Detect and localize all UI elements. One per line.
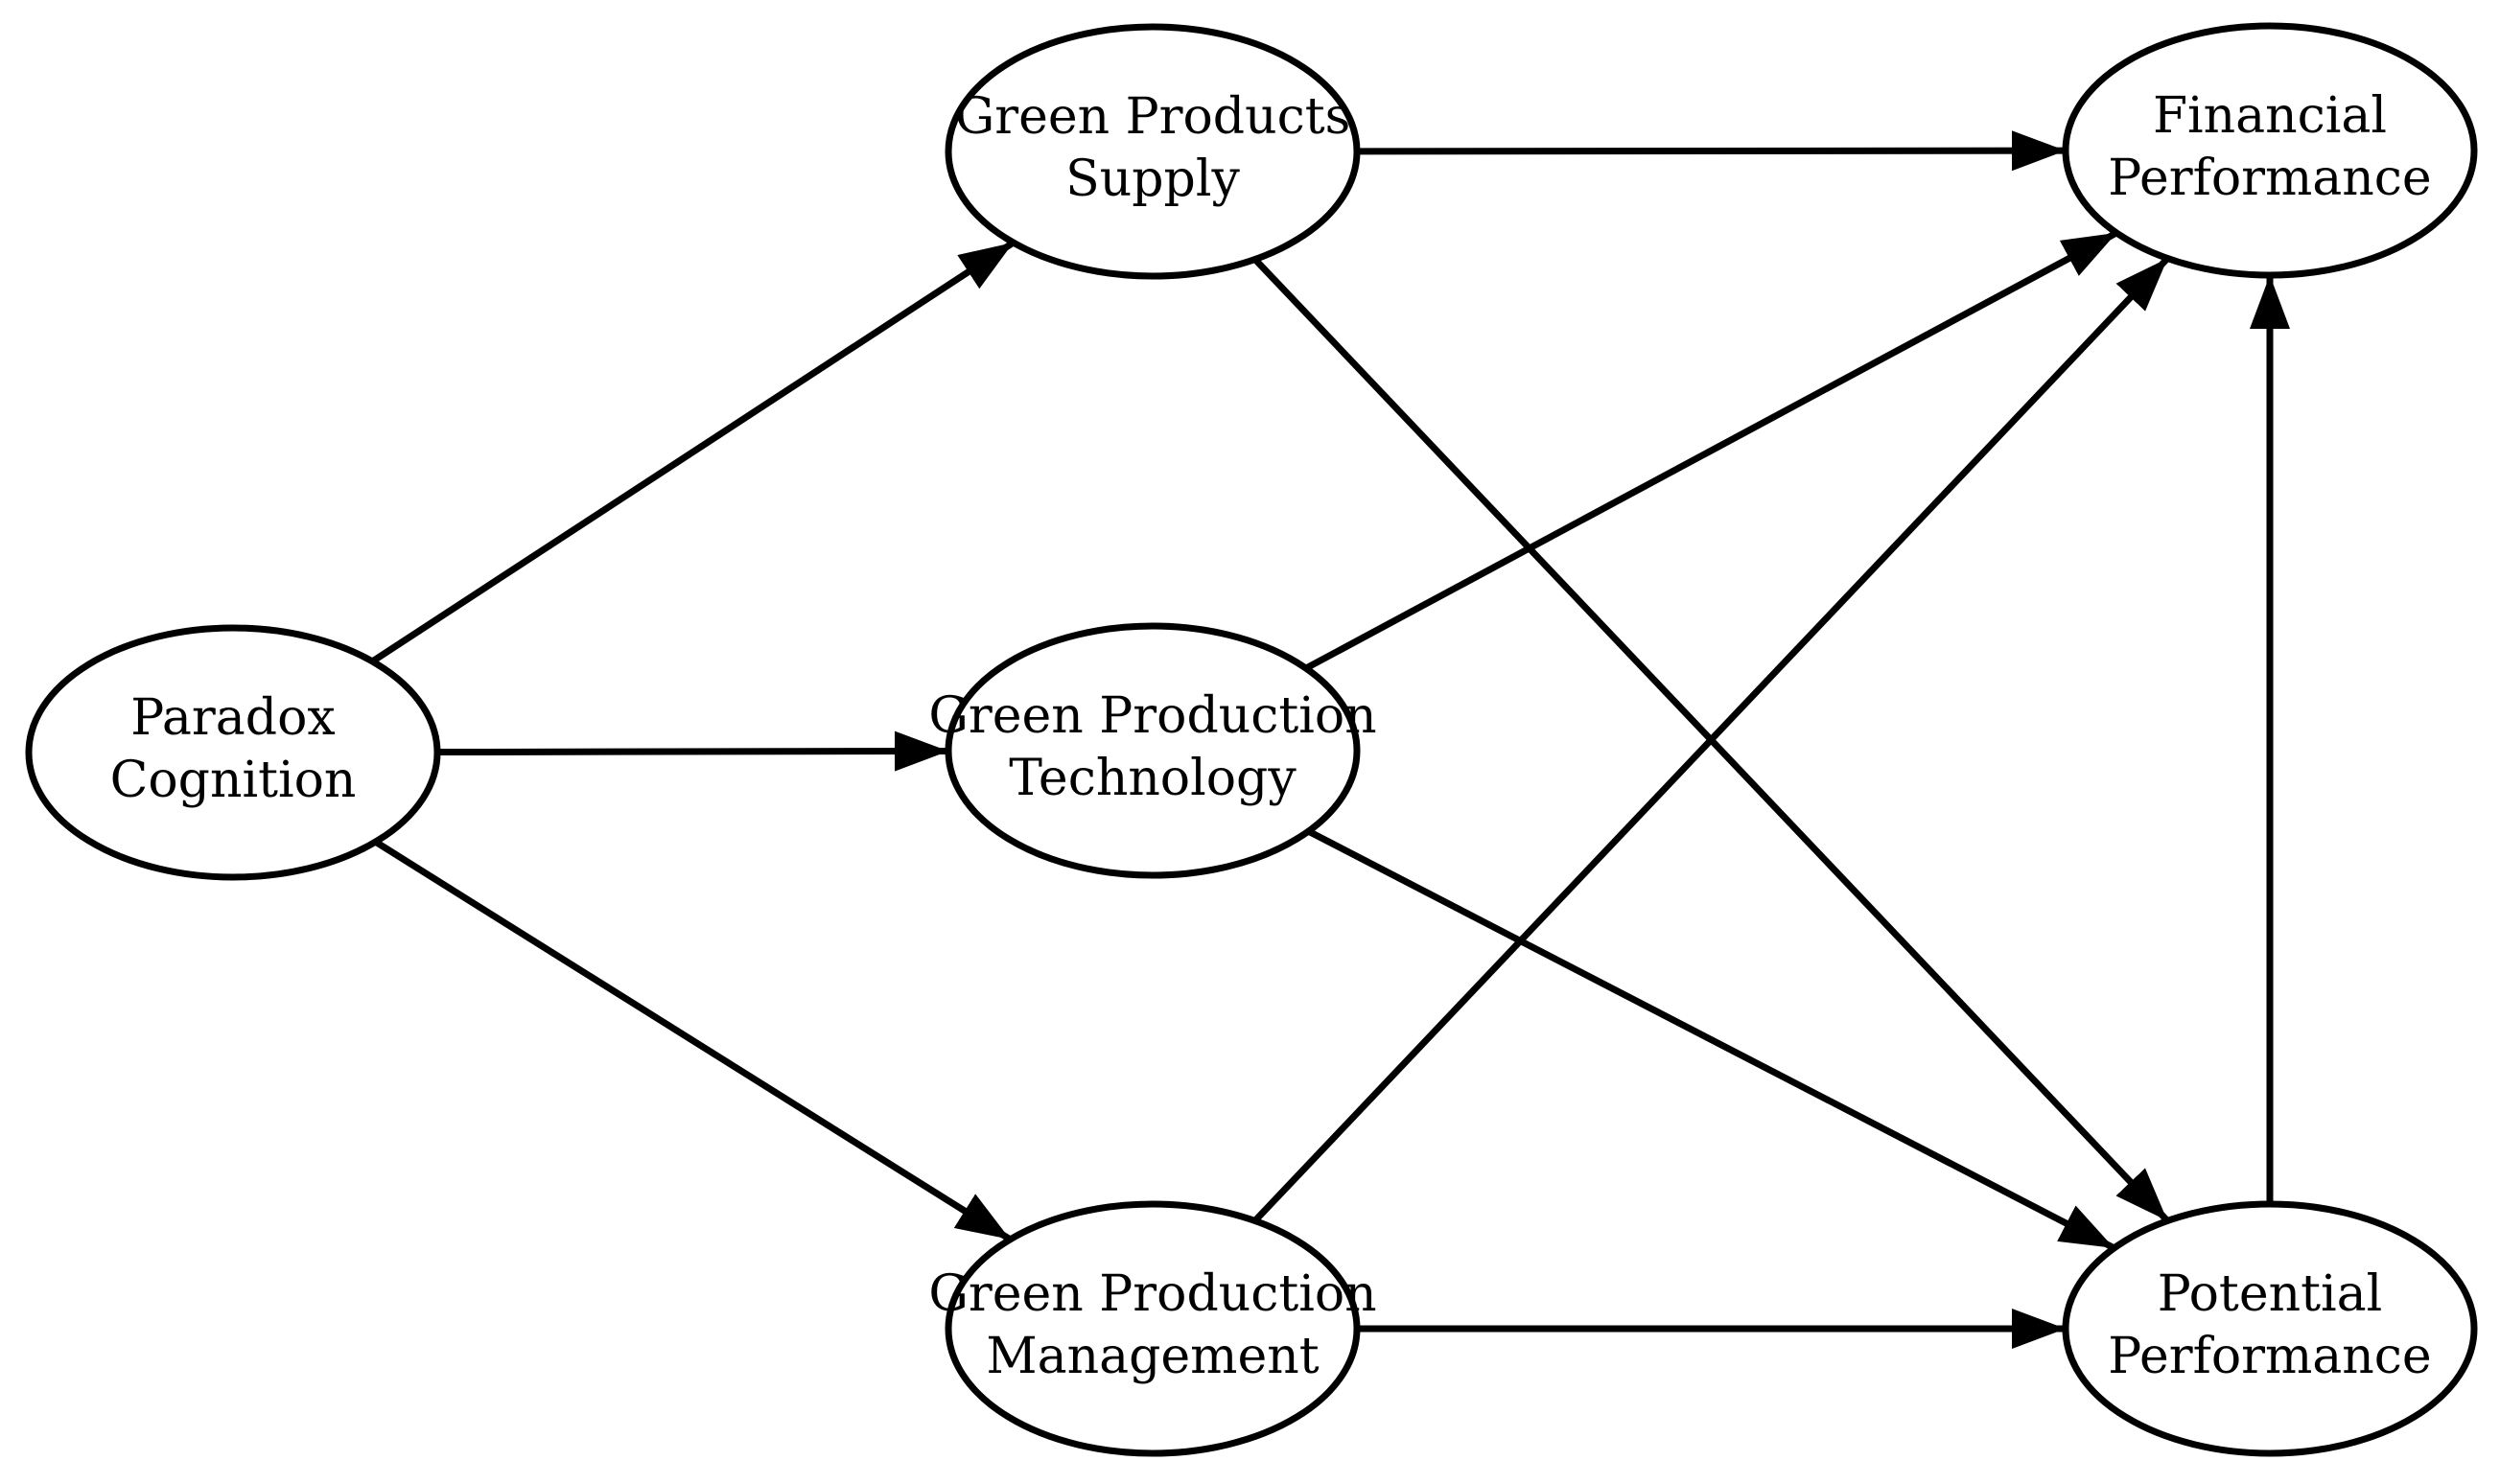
node-ellipse-paradox (25, 624, 441, 881)
node-label-fin-line-1: Financial (2153, 87, 2387, 145)
edge-gpt-to-fin (1304, 229, 2118, 672)
node-ellipse-gpt (945, 622, 1361, 879)
node-label-fin-line-2: Performance (2108, 150, 2431, 207)
node-ellipse-pot (2062, 1200, 2478, 1457)
edge-gpt-to-pot (1306, 827, 2116, 1252)
node-label-paradox-line-2: Cognition (110, 752, 357, 809)
node-label-pot-line-2: Performance (2108, 1328, 2431, 1385)
node-label-gps-line-1: Green Products (955, 88, 1351, 146)
node-ellipse-gpm (945, 1200, 1361, 1457)
node-ellipse-gps (945, 23, 1361, 280)
edges (370, 130, 2290, 1349)
edge-paradox-to-gpt (436, 730, 949, 772)
edge-paradox-to-gps (370, 240, 1016, 664)
node-label-gpt-line-2: Technology (1009, 750, 1297, 807)
edge-gpm-to-fin (1252, 256, 2170, 1223)
node-label-paradox-line-1: Paradox (130, 689, 335, 747)
node-label-gpm-line-2: Management (986, 1328, 1319, 1385)
edge-paradox-to-gpm (373, 839, 1013, 1242)
node-label-gps-line-2: Supply (1065, 151, 1240, 208)
node-label-pot-line-1: Potential (2158, 1265, 2383, 1323)
node-label-gpt-line-1: Green Production (928, 687, 1376, 745)
node-ellipse-fin (2062, 22, 2478, 279)
node-label-gpm-line-1: Green Production (928, 1265, 1376, 1323)
